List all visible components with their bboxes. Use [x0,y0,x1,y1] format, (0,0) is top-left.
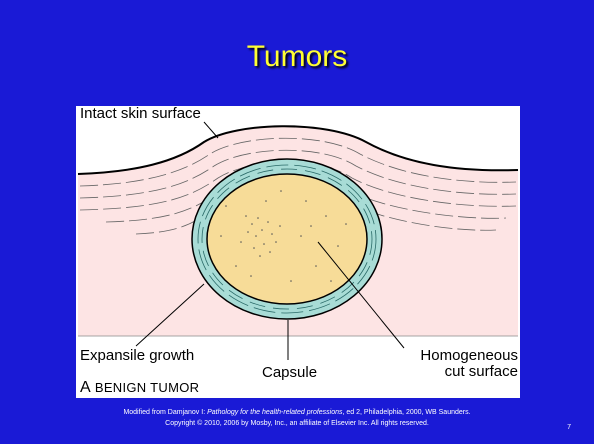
footer-line2: Copyright © 2010, 2006 by Mosby, Inc., a… [0,418,594,429]
slide-title: Tumors [0,40,594,74]
figure-caption: A BENIGN TUMOR [80,380,199,396]
skin-surface-label: Intact skin surface [80,106,201,122]
footer-credit: Modified from Damjanov I: Pathology for … [0,407,594,429]
homogeneous-label-line1: Homogeneous [406,348,518,364]
figure-caption-letter: A [80,379,90,396]
footer-line1-italic: Pathology for the health-related profess… [207,409,342,416]
expansile-growth-label: Expansile growth [80,348,194,364]
homogeneous-label-line2: cut surface [406,364,518,380]
slide-number: 7 [567,424,571,431]
skin-surface-leader [204,122,218,138]
capsule-label: Capsule [262,365,317,381]
footer-line1: Modified from Damjanov I: Pathology for … [0,407,594,418]
benign-tumor-diagram: Intact skin surface Expansile growth Cap… [76,106,520,398]
homogeneous-label: Homogeneous cut surface [406,348,518,380]
figure-caption-text: BENIGN TUMOR [95,380,199,395]
footer-line1-prefix: Modified from Damjanov I: [123,409,207,416]
footer-line1-suffix: , ed 2, Philadelphia, 2000, WB Saunders. [343,409,471,416]
tumor-mass [207,174,367,304]
